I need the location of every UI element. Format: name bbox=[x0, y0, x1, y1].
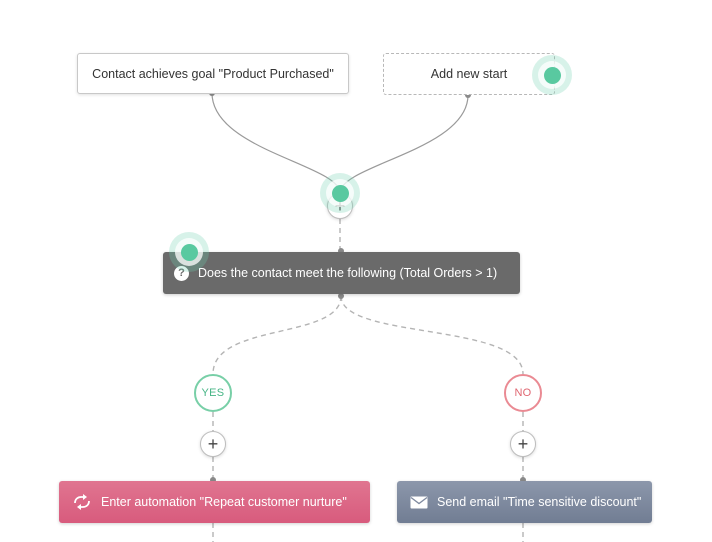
send-email-label: Send email "Time sensitive discount" bbox=[437, 495, 642, 509]
yes-branch-badge[interactable]: YES bbox=[194, 374, 232, 412]
start-trigger-goal-node[interactable]: Contact achieves goal "Product Purchased… bbox=[77, 53, 349, 94]
repeat-icon bbox=[72, 494, 92, 510]
plus-icon: + bbox=[334, 196, 346, 216]
yes-branch-label: YES bbox=[201, 387, 225, 399]
no-branch-badge[interactable]: NO bbox=[504, 374, 542, 412]
port-condition-out bbox=[338, 293, 344, 299]
send-email-action-node[interactable]: Send email "Time sensitive discount" bbox=[397, 481, 652, 523]
add-new-start-label: Add new start bbox=[430, 67, 508, 81]
plus-icon: + bbox=[207, 434, 219, 454]
connector-condition-to-no bbox=[340, 295, 524, 375]
connector-goal-to-join bbox=[211, 92, 341, 194]
envelope-icon bbox=[410, 496, 428, 509]
question-icon: ? bbox=[174, 265, 189, 281]
add-step-button-no[interactable]: + bbox=[510, 431, 536, 457]
no-branch-label: NO bbox=[514, 387, 532, 399]
connector-condition-to-yes bbox=[212, 295, 342, 375]
enter-automation-action-node[interactable]: Enter automation "Repeat customer nurtur… bbox=[59, 481, 370, 523]
plus-icon: + bbox=[517, 434, 529, 454]
add-new-start-node[interactable]: Add new start bbox=[383, 53, 555, 95]
add-step-button-yes[interactable]: + bbox=[200, 431, 226, 457]
start-trigger-goal-label: Contact achieves goal "Product Purchased… bbox=[92, 66, 334, 81]
connector-newstart-to-join bbox=[339, 94, 469, 194]
condition-label: Does the contact meet the following (Tot… bbox=[198, 266, 498, 280]
add-step-button-top[interactable]: + bbox=[327, 193, 353, 219]
enter-automation-label: Enter automation "Repeat customer nurtur… bbox=[101, 495, 347, 509]
condition-node[interactable]: ? Does the contact meet the following (T… bbox=[163, 252, 520, 294]
